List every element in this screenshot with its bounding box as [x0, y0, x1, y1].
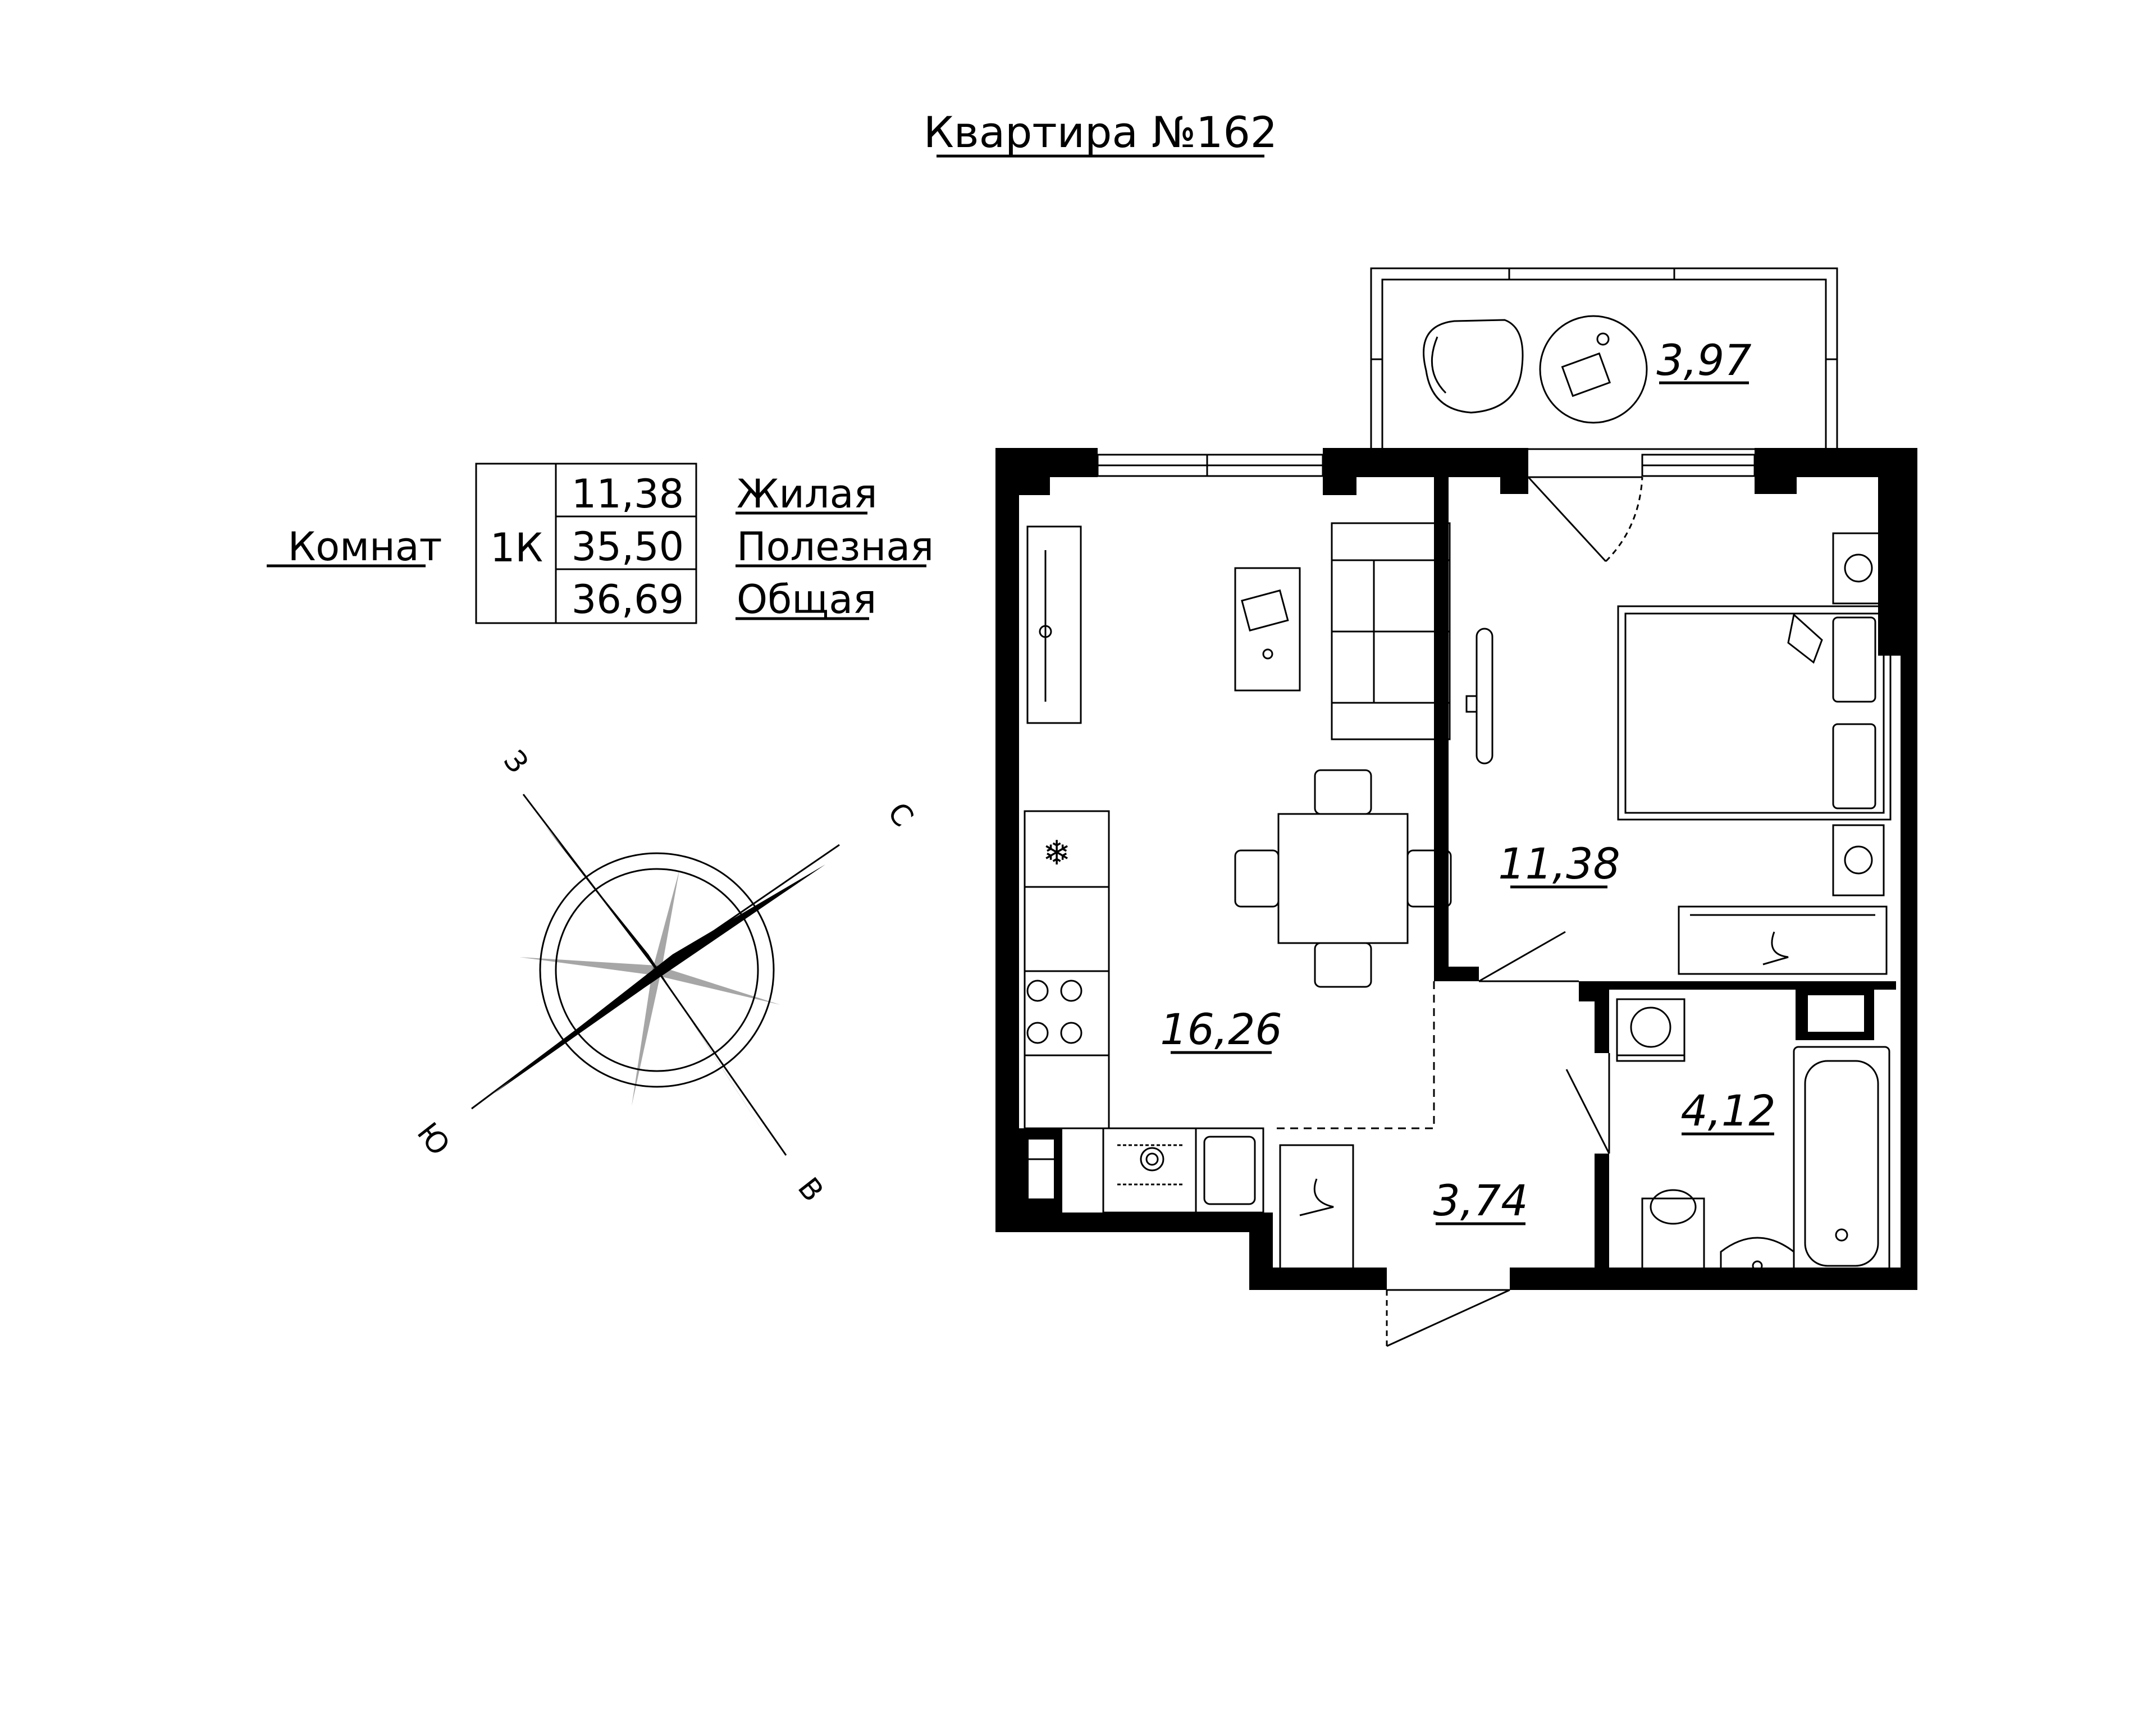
doors: [1386, 476, 1643, 1347]
living-area-value: 11,38: [572, 471, 684, 517]
bed-icon: [1617, 605, 1892, 821]
svg-text:❄: ❄: [1043, 834, 1071, 873]
hall-area: 3,74: [1433, 1175, 1528, 1225]
compass-north-label: С: [881, 797, 920, 834]
round-table-icon: [1539, 315, 1648, 424]
compass-rose: З С Ю В: [410, 744, 920, 1208]
dining-table-icon: [1277, 813, 1409, 944]
bedroom-area: 11,38: [1498, 839, 1620, 889]
compass-west-label: З: [496, 744, 535, 780]
windows: [1097, 454, 1756, 477]
useful-area-label: Полезная: [737, 524, 934, 570]
coffee-table-icon: [1234, 567, 1301, 692]
kitchen-living-furniture: ❄: [1024, 522, 1452, 1270]
bathroom-area: 4,12: [1680, 1086, 1775, 1136]
apartment-title: Квартира №162: [924, 107, 1277, 157]
compass-south-label: Ю: [410, 1117, 456, 1162]
mirror-icon: [1476, 628, 1493, 765]
balcony: [1370, 267, 1838, 450]
bathroom-fixtures: [1616, 998, 1890, 1281]
kitchen-living-area: 16,26: [1160, 1004, 1282, 1054]
bathtub-icon: [1793, 1046, 1890, 1281]
tv-stand-icon: [1026, 525, 1082, 724]
useful-area-value: 35,50: [572, 524, 684, 570]
total-area-label: Общая: [737, 577, 876, 623]
apartment-plan: ❄: [995, 267, 1917, 1347]
summary-table: Комнат 1К 11,38 35,50 36,69 Жилая Полезн…: [267, 463, 934, 624]
bedroom-wardrobe-icon: [1678, 905, 1888, 975]
bedroom-furniture: [1465, 532, 1892, 975]
armchair-icon: [1423, 319, 1524, 414]
total-area-value: 36,69: [572, 577, 684, 623]
compass-east-label: В: [791, 1172, 830, 1208]
living-area-label: Жилая: [737, 471, 878, 517]
walls: [995, 448, 1917, 1290]
wardrobe-icon: [1279, 1144, 1354, 1270]
sink-icon: [1720, 1237, 1795, 1281]
toilet-icon: [1641, 1197, 1705, 1281]
nightstand-icon: [1832, 532, 1885, 605]
balcony-area: 3,97: [1656, 335, 1751, 385]
rooms-value: 1К: [490, 525, 543, 571]
washing-machine-icon: [1616, 998, 1685, 1062]
rooms-label: Комнат: [288, 524, 442, 570]
kitchen-counter: [1024, 810, 1110, 1129]
